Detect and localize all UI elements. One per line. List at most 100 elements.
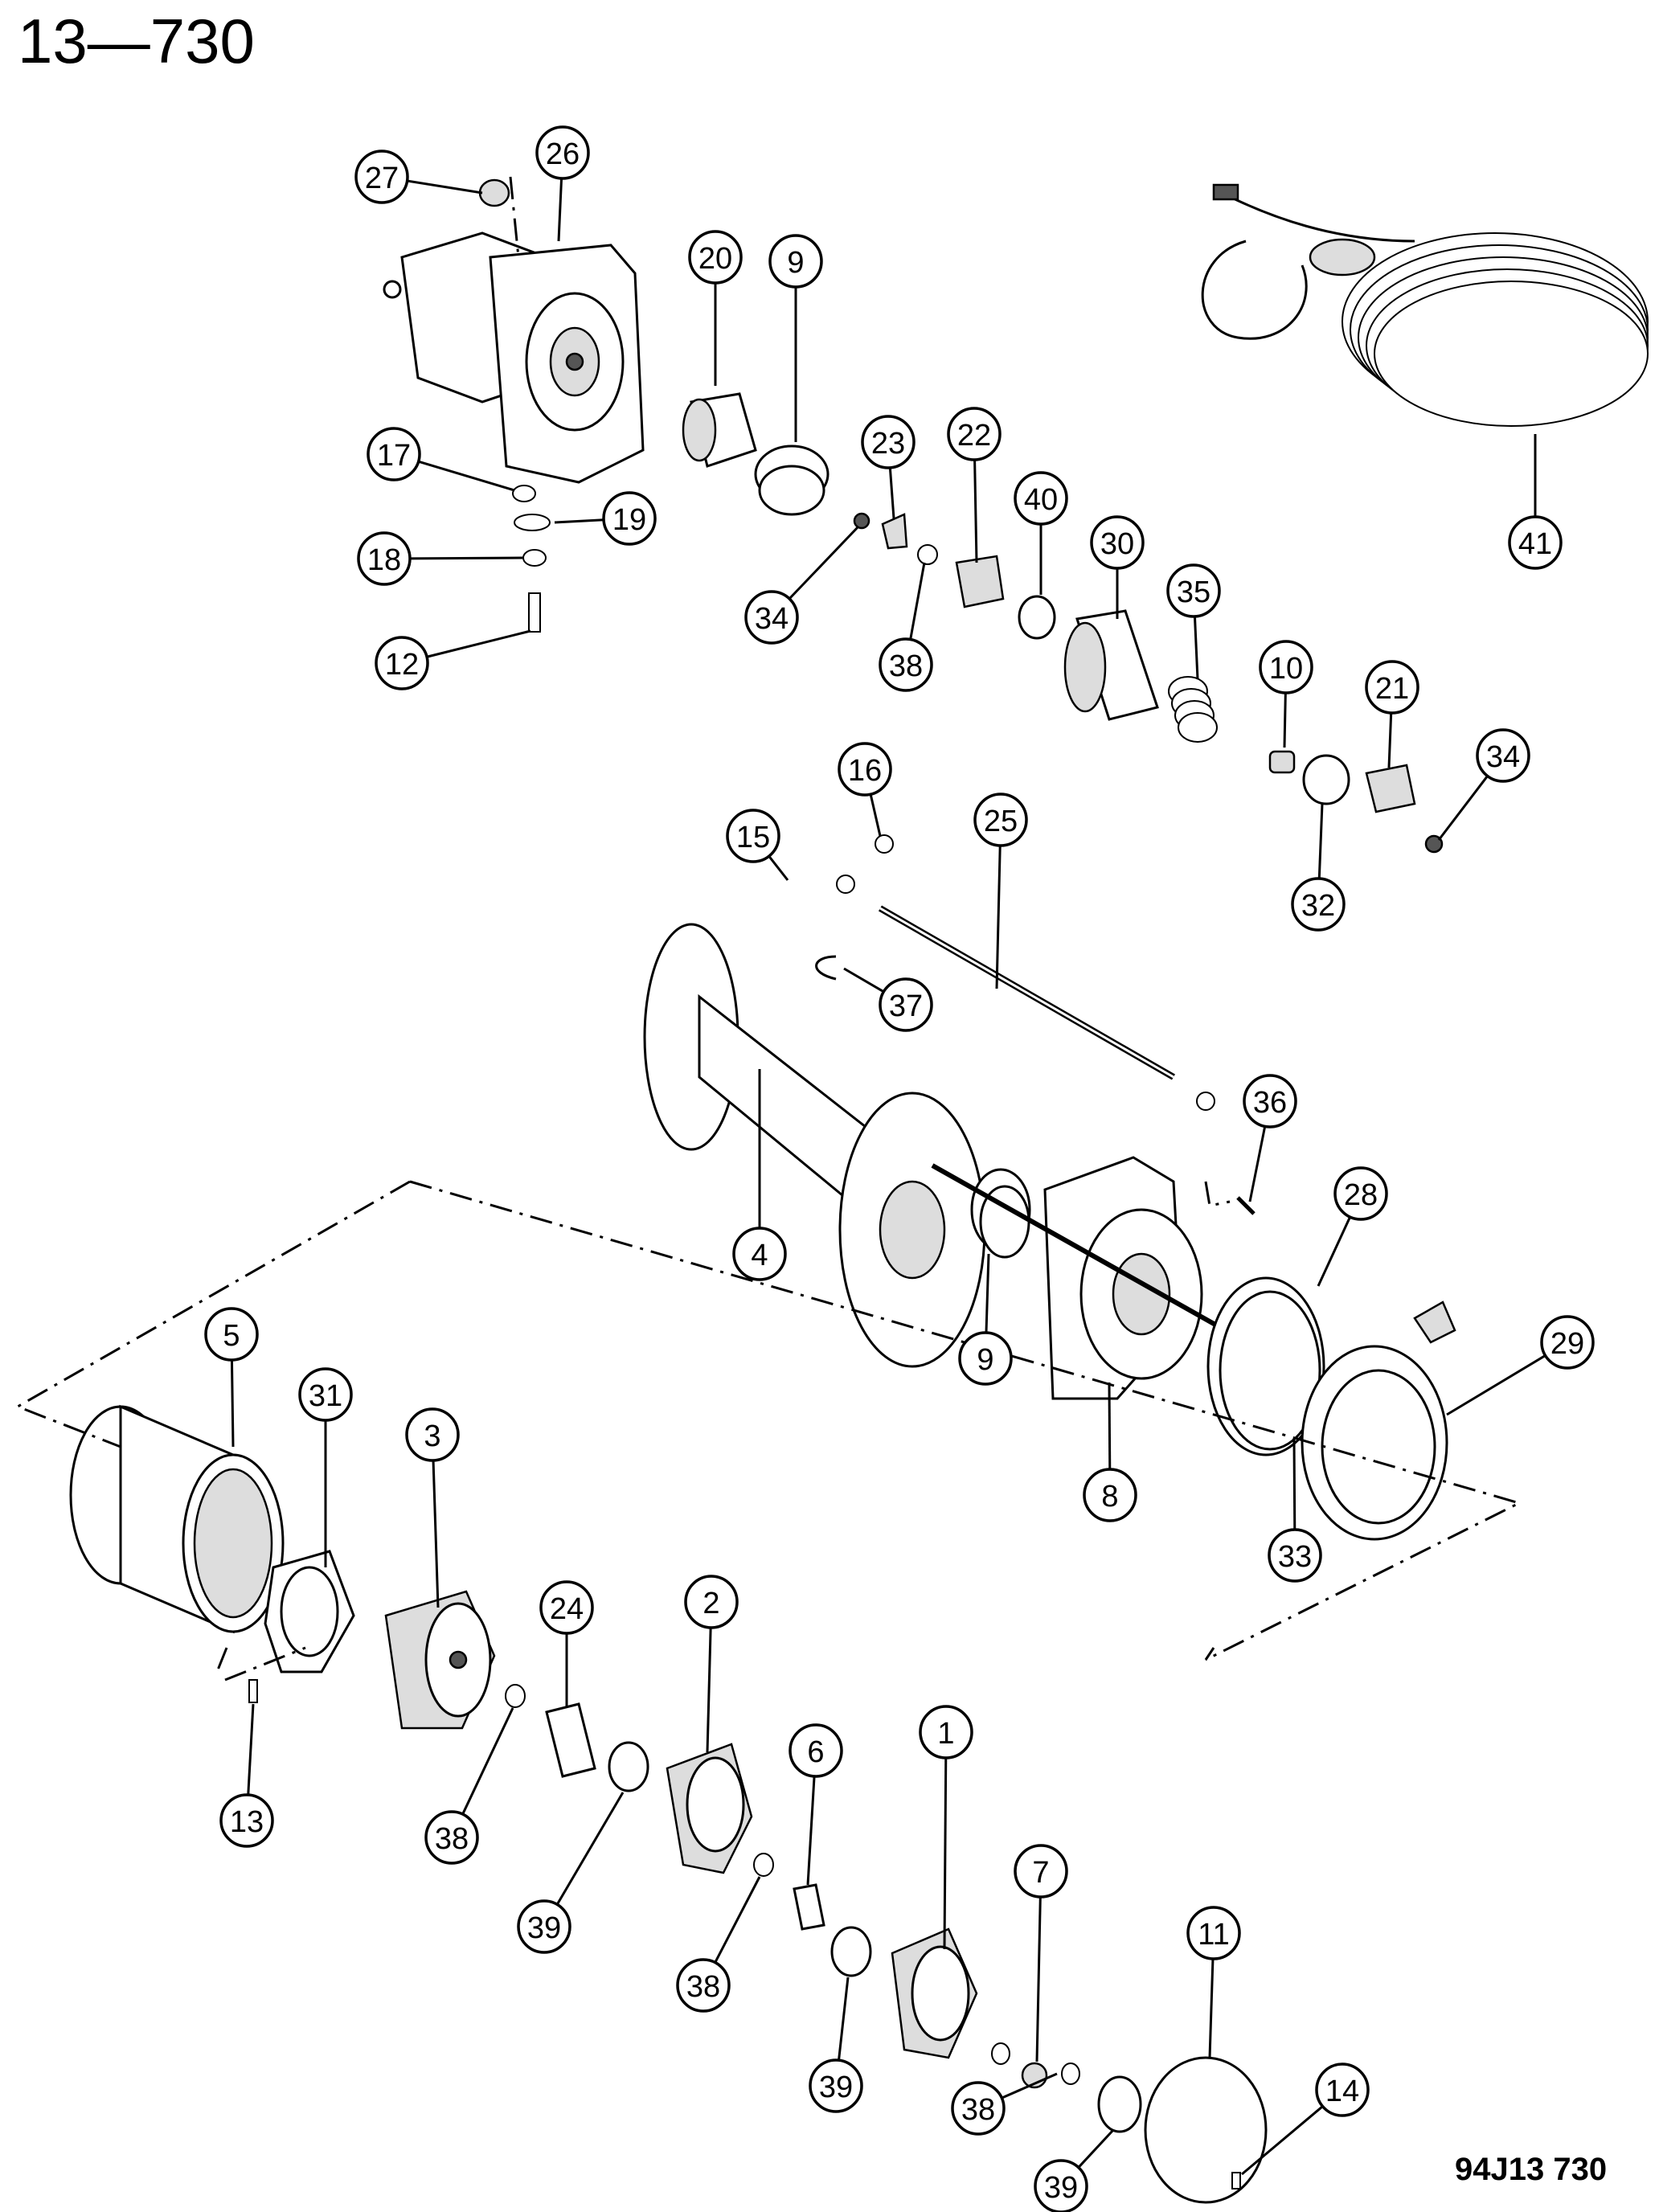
callout-leader <box>1292 1438 1296 1530</box>
callout-38: 38 <box>424 1707 514 1865</box>
callout-circle <box>204 1307 259 1362</box>
callout-39: 39 <box>1034 2128 1115 2212</box>
callout-number: 5 <box>223 1319 240 1353</box>
callout-leader <box>407 179 483 195</box>
callout-circle <box>1259 640 1313 694</box>
page-number: 13—730 <box>18 6 255 76</box>
callout-number: 2 <box>703 1587 719 1620</box>
callout-15: 15 <box>726 809 789 881</box>
callout-leader <box>555 1792 625 1906</box>
callout-number: 30 <box>1100 527 1134 561</box>
callout-31: 31 <box>298 1367 353 1567</box>
callout-leader <box>838 1976 850 2061</box>
cable-hook-drawing <box>1201 183 1649 427</box>
callout-leader <box>557 178 563 242</box>
callout-number: 39 <box>819 2071 853 2104</box>
callout-22: 22 <box>947 407 1002 563</box>
callout-leader <box>973 459 978 563</box>
callout-2: 2 <box>684 1575 739 1753</box>
callout-34: 34 <box>1437 728 1530 841</box>
callout-circle <box>1476 728 1530 783</box>
motor-drawing <box>383 182 645 484</box>
callout-circle <box>1166 563 1221 618</box>
callout-17: 17 <box>367 427 515 492</box>
callout-number: 35 <box>1177 576 1210 609</box>
callout-leader <box>909 562 926 640</box>
callout-number: 38 <box>889 649 923 683</box>
callout-circle <box>732 1227 787 1281</box>
callout-number: 24 <box>550 1592 584 1626</box>
callout-leader <box>432 1460 440 1608</box>
callout-circle <box>789 1723 843 1778</box>
callout-36: 36 <box>1243 1074 1297 1202</box>
callout-number: 17 <box>377 439 411 473</box>
callout-number: 41 <box>1518 527 1552 561</box>
callout-circle <box>375 636 429 690</box>
callout-6: 6 <box>789 1723 843 1886</box>
callout-circle <box>919 1705 973 1759</box>
callout-leader <box>247 1703 255 1796</box>
callout-leader <box>869 793 882 837</box>
callout-number: 34 <box>755 602 789 636</box>
carrier-3-drawing <box>384 1590 496 1730</box>
callout-leader <box>1283 692 1287 748</box>
callout-29: 29 <box>1446 1315 1595 1416</box>
callout-23: 23 <box>861 415 916 519</box>
callout-leader <box>409 556 523 560</box>
callout-8: 8 <box>1083 1382 1137 1522</box>
callout-circle <box>879 977 933 1032</box>
callout-circle <box>1014 1844 1068 1899</box>
callout-number: 37 <box>889 989 923 1023</box>
callout-14: 14 <box>1241 2062 1370 2176</box>
callout-leader <box>1241 2105 1324 2176</box>
callout-number: 10 <box>1269 652 1303 686</box>
callout-41: 41 <box>1508 434 1563 570</box>
callout-number: 6 <box>807 1735 824 1769</box>
callout-number: 19 <box>612 503 646 537</box>
callout-leader <box>1001 2072 1058 2099</box>
callout-number: 23 <box>871 427 905 461</box>
callout-leader <box>1317 803 1324 879</box>
callout-20: 20 <box>688 230 743 386</box>
callout-number: 15 <box>736 821 770 854</box>
callout-circle <box>1540 1315 1595 1370</box>
callout-5: 5 <box>204 1307 259 1448</box>
callout-number: 11 <box>1198 1918 1229 1952</box>
callout-10: 10 <box>1259 640 1313 748</box>
callout-leader <box>1248 1126 1267 1202</box>
callout-number: 28 <box>1344 1178 1378 1212</box>
callout-leader <box>985 1253 990 1333</box>
callout-38: 38 <box>676 1876 761 2013</box>
callout-13: 13 <box>219 1703 274 1848</box>
callout-circle <box>357 531 412 586</box>
callout-leader <box>1317 1216 1351 1287</box>
callout-26: 26 <box>535 125 590 242</box>
callout-circle <box>1315 2062 1370 2117</box>
figure-code: 94J13 730 <box>1455 2152 1607 2187</box>
callout-number: 8 <box>1101 1480 1118 1514</box>
callout-leader <box>461 1707 514 1815</box>
callout-leader <box>1387 712 1393 768</box>
callout-circle <box>367 427 421 481</box>
callout-number: 39 <box>1044 2171 1078 2205</box>
callout-circle <box>861 415 916 469</box>
callout-25: 25 <box>973 793 1028 989</box>
callout-number: 21 <box>1375 672 1409 706</box>
callout-number: 31 <box>309 1379 342 1413</box>
callout-35: 35 <box>1166 563 1221 680</box>
callout-leader <box>768 855 789 881</box>
callout-circle <box>1333 1166 1388 1221</box>
callout-circle <box>958 1331 1013 1386</box>
callout-circle <box>879 637 933 692</box>
callout-circle <box>744 590 799 645</box>
callout-number: 36 <box>1253 1086 1287 1120</box>
callout-circle <box>1186 1906 1241 1960</box>
callout-7: 7 <box>1014 1844 1068 2062</box>
callout-4: 4 <box>732 1069 787 1281</box>
callout-leader <box>426 629 531 658</box>
callout-circle <box>726 809 780 863</box>
callout-37: 37 <box>843 967 933 1032</box>
callout-number: 29 <box>1550 1327 1584 1361</box>
callout-leader <box>843 967 885 993</box>
